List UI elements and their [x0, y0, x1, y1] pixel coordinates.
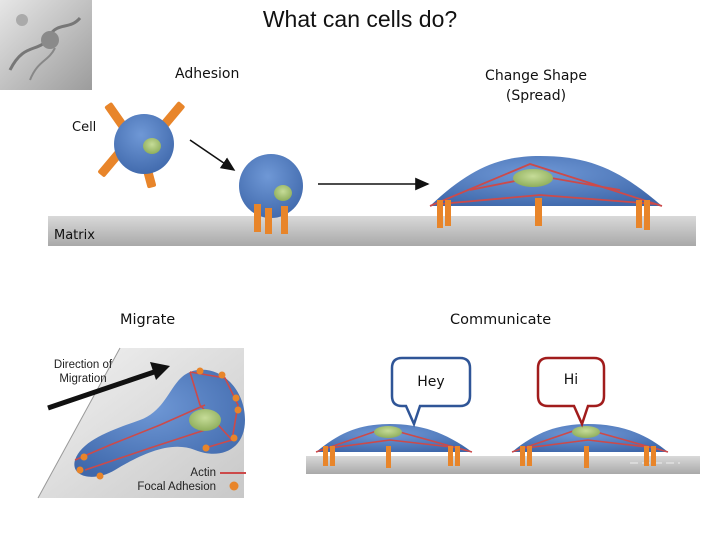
- matrix-surface: [48, 216, 696, 246]
- label-communicate: Communicate: [450, 312, 552, 328]
- microscope-image: [0, 0, 92, 90]
- label-change-shape-line1: Change Shape: [485, 68, 587, 84]
- adhesion-arrow: [189, 139, 236, 171]
- label-direction-line1: Direction of: [53, 359, 113, 371]
- label-matrix: Matrix: [54, 228, 95, 243]
- communicate-cell-right: [511, 424, 669, 468]
- speech-bubble-right: [536, 356, 606, 428]
- speech-text-left: Hey: [417, 374, 445, 390]
- legend-focal-adhesion: Focal Adhesion: [137, 481, 216, 493]
- speech-bubble-left: [390, 356, 472, 428]
- communicate-surface: [306, 456, 700, 474]
- label-change-shape-line2: (Spread): [505, 88, 567, 104]
- label-cell: Cell: [72, 120, 97, 135]
- label-change-shape: Change Shape (Spread): [470, 66, 602, 106]
- speech-text-right: Hi: [563, 372, 579, 388]
- label-adhesion: Adhesion: [175, 66, 240, 82]
- label-direction-line2: Migration: [59, 373, 107, 385]
- adhered-cell: [239, 154, 303, 234]
- communicate-cell-left: [315, 424, 473, 468]
- page-title: What can cells do?: [262, 6, 458, 32]
- legend: Actin Focal Adhesion: [120, 466, 216, 494]
- label-direction-of-migration: Direction of Migration: [44, 358, 122, 386]
- spread-cell: [429, 156, 663, 230]
- label-migrate: Migrate: [120, 312, 176, 328]
- legend-actin: Actin: [190, 467, 216, 479]
- floating-cell: [98, 101, 185, 189]
- migration-panel: [37, 347, 246, 499]
